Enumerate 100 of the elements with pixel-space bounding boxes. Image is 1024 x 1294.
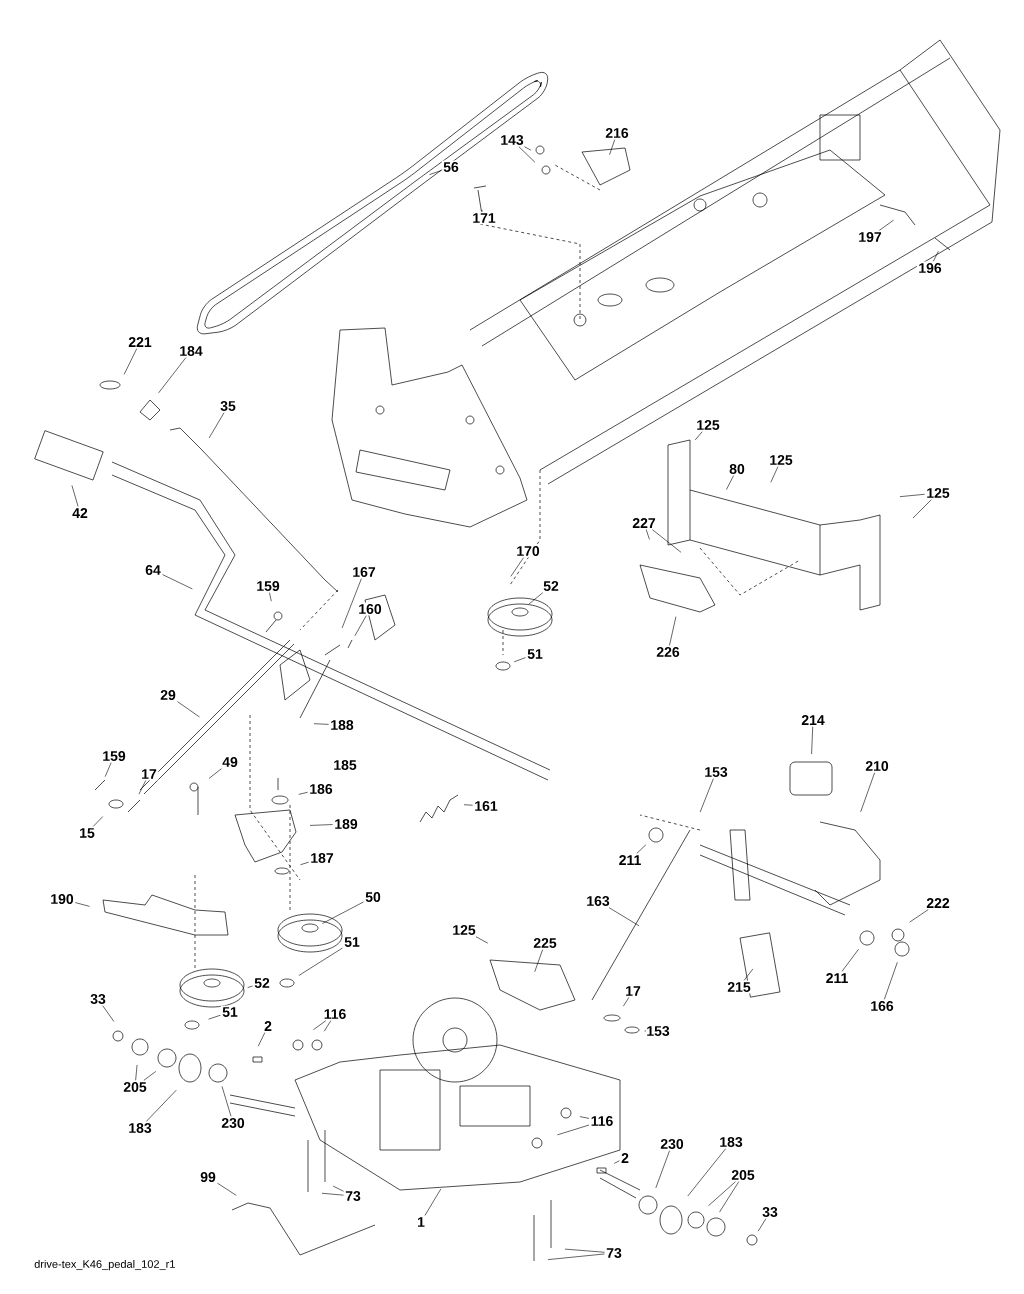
callout-number: 80 <box>727 462 747 476</box>
leader-line <box>298 947 343 976</box>
leader-line <box>75 902 90 907</box>
callout-number: 205 <box>729 1168 757 1182</box>
leader-line <box>687 1148 726 1197</box>
leader-line <box>564 1248 605 1253</box>
callout-number: 153 <box>644 1024 672 1038</box>
callout-number: 125 <box>767 453 795 467</box>
leader-line <box>860 772 875 813</box>
leader-line <box>510 557 524 577</box>
callout-number: 51 <box>525 647 545 661</box>
leader-line <box>341 578 362 629</box>
callout-number: 227 <box>630 516 658 530</box>
callout-number: 161 <box>472 799 500 813</box>
callout-number: 2 <box>262 1019 274 1033</box>
leader-line <box>257 1032 266 1047</box>
leader-line <box>354 615 367 637</box>
drawing-code: drive-tex_K46_pedal_102_r1 <box>34 1259 175 1271</box>
callout-number: 171 <box>470 211 498 225</box>
callout-number: 17 <box>623 984 643 998</box>
callout-number: 159 <box>254 579 282 593</box>
callout-number: 125 <box>924 486 952 500</box>
callout-number: 205 <box>121 1080 149 1094</box>
leader-line <box>138 780 147 795</box>
leader-line <box>429 170 442 175</box>
leader-line <box>909 909 929 923</box>
callout-number: 35 <box>218 399 238 413</box>
leader-line <box>323 1020 332 1032</box>
leader-line <box>613 1160 620 1164</box>
leader-line <box>655 1150 670 1189</box>
leader-line <box>636 844 647 854</box>
callout-number: 159 <box>100 749 128 763</box>
callout-number: 184 <box>177 344 205 358</box>
leader-line <box>652 529 682 553</box>
leader-line <box>841 948 859 972</box>
leader-line <box>557 1124 590 1136</box>
leader-line <box>933 250 939 262</box>
callout-number: 49 <box>220 755 240 769</box>
callout-number: 163 <box>584 894 612 908</box>
callout-number: 214 <box>799 713 827 727</box>
callout-number: 125 <box>450 923 478 937</box>
leader-line <box>300 861 309 866</box>
callout-number: 183 <box>126 1121 154 1135</box>
callout-number: 64 <box>143 563 163 577</box>
callout-number: 153 <box>702 765 730 779</box>
leader-line <box>177 701 200 718</box>
leader-line <box>699 778 714 813</box>
leader-line <box>221 1086 232 1117</box>
leader-line <box>123 348 138 375</box>
callout-number: 33 <box>88 992 108 1006</box>
leader-line <box>247 985 253 988</box>
callout-number: 143 <box>498 133 526 147</box>
leader-line <box>623 997 630 1007</box>
callout-number: 230 <box>658 1137 686 1151</box>
callout-number: 170 <box>514 544 542 558</box>
leader-line <box>269 592 272 602</box>
callout-number: 185 <box>334 760 357 770</box>
leader-line <box>669 616 677 646</box>
callout-number: 183 <box>717 1135 745 1149</box>
callout-number: 210 <box>863 759 891 773</box>
leader-line <box>743 968 754 981</box>
leader-line <box>463 804 473 806</box>
callout-number: 166 <box>868 999 896 1013</box>
callout-number: 52 <box>541 579 561 593</box>
leader-line <box>579 1116 590 1119</box>
callout-number: 160 <box>356 602 384 616</box>
leader-line <box>524 146 532 151</box>
leader-line <box>726 475 734 490</box>
callout-number: 189 <box>332 817 360 831</box>
callout-number: 186 <box>307 782 335 796</box>
callout-number: 51 <box>220 1005 240 1019</box>
leader-line <box>694 431 703 441</box>
leader-line <box>208 1014 221 1020</box>
leader-line <box>309 824 333 826</box>
callout-number: 29 <box>158 688 178 702</box>
leader-line <box>899 494 925 497</box>
callout-number: 211 <box>617 853 643 867</box>
leader-line <box>71 485 79 507</box>
leader-line <box>608 907 640 927</box>
leader-line <box>475 936 489 944</box>
callout-number: 188 <box>328 718 356 732</box>
leader-line <box>158 357 187 394</box>
leader-line <box>884 961 898 1000</box>
callout-number: 221 <box>126 335 154 349</box>
leader-line <box>146 1089 177 1122</box>
leader-line <box>135 1064 138 1081</box>
callout-number: 17 <box>139 767 159 781</box>
leader-line <box>481 209 483 212</box>
callout-number: 225 <box>531 936 559 950</box>
leader-line <box>102 1005 115 1022</box>
callout-number: 215 <box>725 980 753 994</box>
callout-number: 50 <box>363 890 383 904</box>
callout-number: 226 <box>654 645 682 659</box>
callout-number: 56 <box>441 160 461 174</box>
leader-line <box>424 1188 442 1216</box>
leader-line <box>322 901 364 924</box>
callout-number: 116 <box>322 1007 348 1021</box>
leader-line <box>518 146 536 163</box>
callout-number: 52 <box>252 976 272 990</box>
leader-line <box>332 1185 344 1192</box>
